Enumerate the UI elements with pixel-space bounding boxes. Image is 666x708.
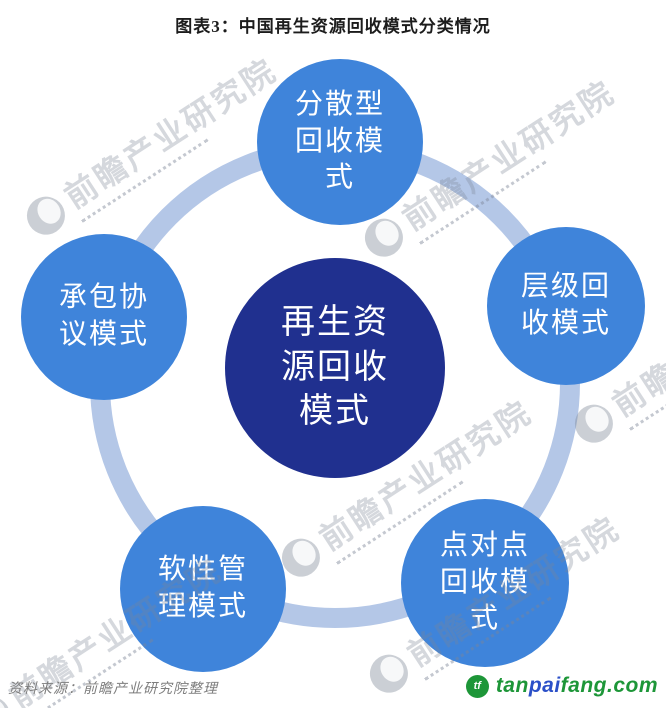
qianzhan-watermark-logo-icon xyxy=(19,189,73,242)
logo-segment-pai: pai xyxy=(528,674,561,697)
diagram-node-bottom-left: 软性管 理模式 xyxy=(120,506,286,672)
diagram-node-top-label: 分散型 回收模 式 xyxy=(294,88,385,194)
qianzhan-watermark-logo-icon xyxy=(362,647,416,700)
diagram-node-bottom-right-label: 点对点 回收模 式 xyxy=(439,529,530,635)
source-note: 资料来源：前瞻产业研究院整理 xyxy=(8,682,218,697)
diagram-node-left-label: 承包协 议模式 xyxy=(58,282,149,350)
diagram-node-left: 承包协 议模式 xyxy=(21,234,187,400)
tanpaifang-logo-text: tanpaifang.com xyxy=(496,674,658,698)
diagram-node-center-label: 再生资 源回收 模式 xyxy=(281,303,389,431)
chart-title: 图表3：中国再生资源回收模式分类情况 xyxy=(175,17,491,36)
diagram-node-top: 分散型 回收模 式 xyxy=(257,59,423,225)
logo-segment-tan: tan xyxy=(495,674,529,697)
tanpaifang-logo[interactable]: tf tanpaifang.com xyxy=(465,674,658,698)
diagram-node-right-label: 层级回 收模式 xyxy=(520,271,611,339)
watermark-subline xyxy=(629,346,666,431)
diagram-node-right: 层级回 收模式 xyxy=(487,227,645,385)
diagram-node-center: 再生资 源回收 模式 xyxy=(225,258,445,478)
diagram-node-bottom-right: 点对点 回收模 式 xyxy=(401,499,569,667)
tanpaifang-logo-icon: tf xyxy=(465,674,489,698)
diagram-node-bottom-left-label: 软性管 理模式 xyxy=(157,554,248,622)
logo-segment-fang-com: fang.com xyxy=(560,674,658,697)
